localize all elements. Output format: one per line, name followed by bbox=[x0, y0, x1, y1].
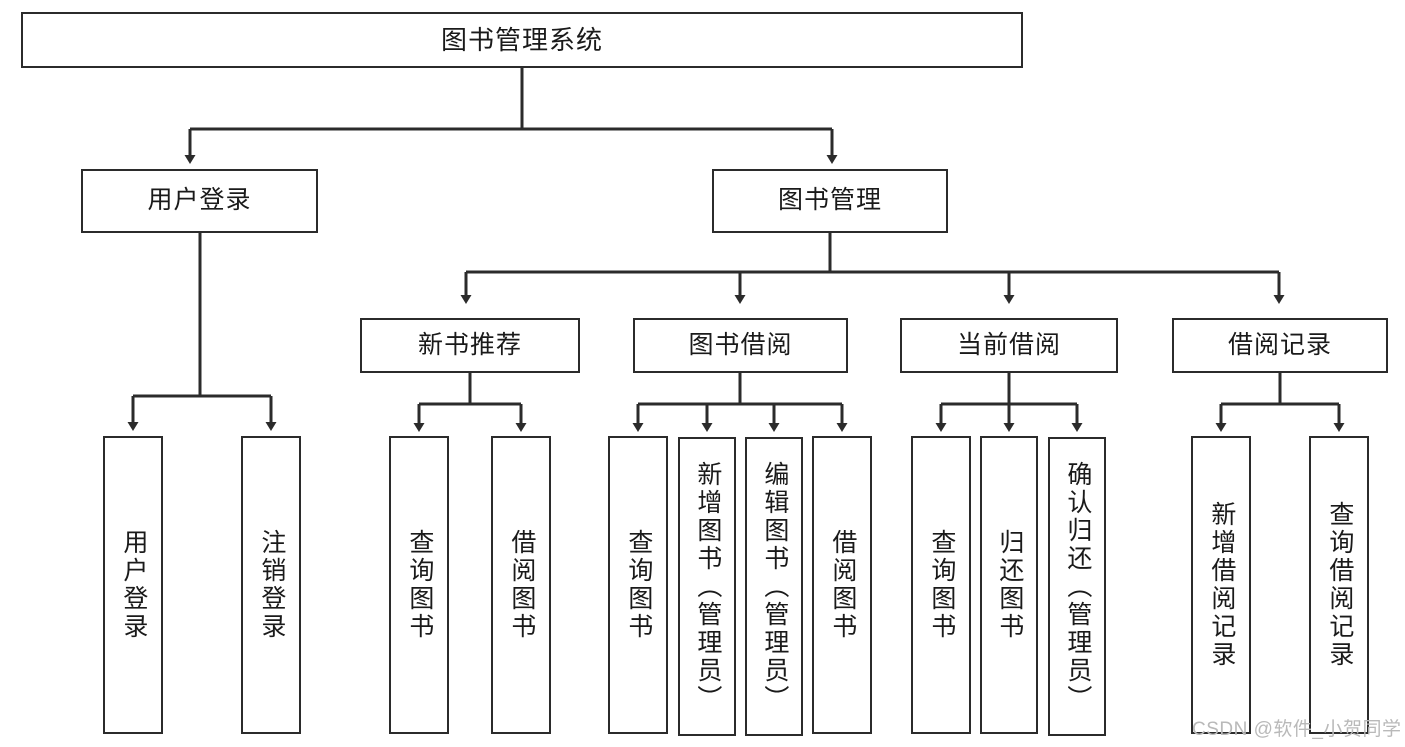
node-borrow-record[interactable]: 借阅记录 bbox=[1172, 318, 1388, 373]
leaf-add-book-admin[interactable]: 新增图书（管理员） bbox=[678, 437, 736, 736]
leaf-confirm-return-admin[interactable]: 确认归还（管理员） bbox=[1048, 437, 1106, 736]
node-user-login[interactable]: 用户登录 bbox=[81, 169, 318, 233]
leaf-logout-login[interactable]: 注销登录 bbox=[241, 436, 301, 734]
node-new-book-rec[interactable]: 新书推荐 bbox=[360, 318, 580, 373]
leaf-query-book-current[interactable]: 查询图书 bbox=[911, 436, 971, 734]
leaf-borrow-book-rec[interactable]: 借阅图书 bbox=[491, 436, 551, 734]
node-book-manage[interactable]: 图书管理 bbox=[712, 169, 948, 233]
leaf-query-borrow-record[interactable]: 查询借阅记录 bbox=[1309, 436, 1369, 734]
leaf-user-login[interactable]: 用户登录 bbox=[103, 436, 163, 734]
leaf-query-book-borrow[interactable]: 查询图书 bbox=[608, 436, 668, 734]
leaf-borrow-book-borrow[interactable]: 借阅图书 bbox=[812, 436, 872, 734]
leaf-return-book[interactable]: 归还图书 bbox=[980, 436, 1038, 734]
leaf-edit-book-admin[interactable]: 编辑图书（管理员） bbox=[745, 437, 803, 736]
node-current-borrow[interactable]: 当前借阅 bbox=[900, 318, 1118, 373]
node-root-system[interactable]: 图书管理系统 bbox=[21, 12, 1023, 68]
leaf-add-borrow-record[interactable]: 新增借阅记录 bbox=[1191, 436, 1251, 734]
csdn-watermark: CSDN @软件_小贺同学 bbox=[1192, 719, 1402, 740]
leaf-query-book-rec[interactable]: 查询图书 bbox=[389, 436, 449, 734]
node-book-borrow[interactable]: 图书借阅 bbox=[633, 318, 848, 373]
